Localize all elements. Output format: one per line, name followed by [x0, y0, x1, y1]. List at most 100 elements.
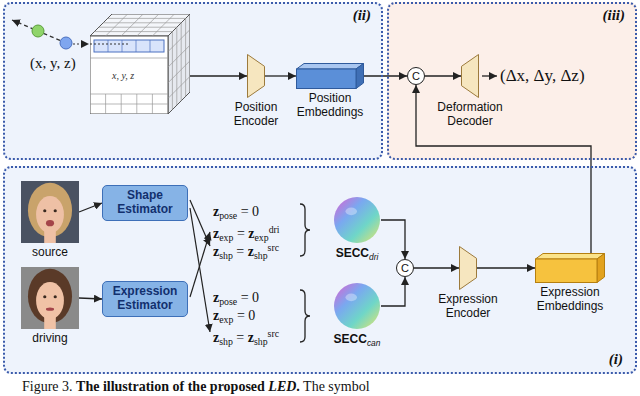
panel-region: (ii)x, y, zPosition EncoderPosition Embe…: [3, 2, 383, 160]
image-label: driving: [20, 332, 80, 346]
graphic-part: [46, 308, 54, 311]
panel-tag: (i): [609, 351, 623, 368]
graphic-part: [103, 22, 181, 23]
face-image: driving: [20, 267, 80, 346]
panel-fill: [3, 2, 383, 160]
text-part: SECC: [334, 332, 367, 346]
text-part: z: [213, 290, 219, 305]
concat-symbol: C: [396, 259, 414, 277]
param-arrow: [190, 232, 210, 297]
graphic-part: [297, 64, 364, 70]
text-part: dri: [369, 252, 378, 262]
embedding-block: Expression Embeddings: [530, 253, 610, 314]
query-ray: [73, 43, 89, 44]
concat-symbol: C: [407, 67, 425, 85]
estimator-box: Expression Estimator: [102, 281, 188, 317]
text-part: =: [233, 244, 248, 259]
text-part: The illustration of the proposed: [76, 379, 268, 394]
graphic-part: [108, 40, 109, 52]
panel-tag: (iii): [603, 7, 626, 24]
decoder-block: Deformation Decoder: [432, 54, 508, 129]
concat-letter: C: [401, 263, 409, 274]
text-part: shp: [254, 250, 268, 261]
block-shape: [459, 246, 477, 290]
text-part: SECC: [336, 246, 369, 260]
face-image: source: [20, 181, 80, 260]
text-part: = 0: [233, 308, 255, 323]
graphic-part: [536, 259, 598, 283]
graphic-part: [94, 40, 164, 52]
concat-letter: C: [412, 71, 420, 82]
graphic-part: [94, 31, 172, 32]
graphic-part: [334, 283, 380, 329]
graphic-part: [334, 197, 380, 243]
graphic-part: [536, 254, 605, 260]
text-part: dri: [269, 224, 280, 235]
graphic-part: [297, 69, 357, 89]
face-drawing: [21, 181, 79, 243]
graphic-part: [43, 209, 46, 212]
face-drawing: [21, 267, 79, 329]
curly-brace: [300, 290, 310, 342]
flow-arrow: [414, 267, 459, 268]
text-part: z: [248, 226, 254, 241]
equation: zshp = zshpsrc: [213, 325, 279, 351]
coordinate-label: (x, y, z): [30, 54, 76, 72]
graphic-part: [136, 40, 137, 52]
text-part: = 0: [237, 204, 259, 219]
graphic-part: [43, 295, 46, 298]
text-part: = 0: [237, 290, 259, 305]
text-part: z: [213, 244, 219, 259]
equation: zpose = 0: [213, 289, 259, 311]
text-part: src: [268, 242, 279, 253]
graphic-part: [462, 55, 479, 98]
cube-drawing: [90, 14, 190, 114]
graphic-part: [99, 27, 177, 28]
graphic-part: [54, 295, 57, 298]
graphic-part: [46, 220, 54, 226]
text-part: .: [296, 379, 300, 394]
map-label: SECCcan: [327, 333, 387, 348]
flow-arrow: [79, 203, 102, 212]
graphic-part: [248, 55, 265, 98]
text-part: pose: [219, 210, 237, 221]
panel-fill: [387, 2, 637, 160]
graphic-part: [108, 18, 186, 19]
figure-caption: Figure 3. The illustration of the propos…: [22, 378, 370, 395]
output-label: (Δx, Δy, Δz): [500, 66, 585, 86]
flow-arrow: [381, 220, 405, 259]
box-label: Expression Estimator: [107, 285, 183, 313]
encoder-block: Position Encoder: [223, 54, 289, 129]
flow-arrow: [477, 267, 535, 268]
graphic-part: [168, 76, 190, 98]
curly-brace: [300, 204, 310, 256]
flow-arrow: [381, 277, 405, 306]
graphic-part: [28, 183, 72, 238]
text-part: z: [213, 308, 219, 323]
graphic-part: [90, 104, 168, 105]
secc-sphere: [333, 196, 381, 244]
estimator-box: Shape Estimator: [102, 185, 188, 221]
graphic-part: [28, 269, 72, 324]
text-part: LED: [268, 379, 296, 394]
text-part: exp: [255, 232, 269, 243]
graphic-part: [168, 14, 190, 114]
graphic-part: [21, 181, 79, 243]
sample-point: [60, 37, 72, 49]
text-part: Figure 3.: [22, 379, 76, 394]
secc-map: SECCcan: [327, 282, 387, 348]
block-label: Position Encoder: [223, 101, 289, 129]
text-part: pose: [219, 296, 237, 307]
block-label: Position Embeddings: [294, 92, 366, 120]
param-arrow: [190, 208, 210, 332]
graphic-part: [54, 209, 57, 212]
graphic-part: [36, 282, 64, 319]
text-part: can: [367, 338, 381, 348]
cell-label: x, y, z: [112, 70, 134, 81]
voxel-grid: x, y, z: [90, 14, 190, 114]
text-part: shp: [219, 336, 233, 347]
block-shape: [247, 54, 265, 98]
text-part: z: [213, 330, 219, 345]
